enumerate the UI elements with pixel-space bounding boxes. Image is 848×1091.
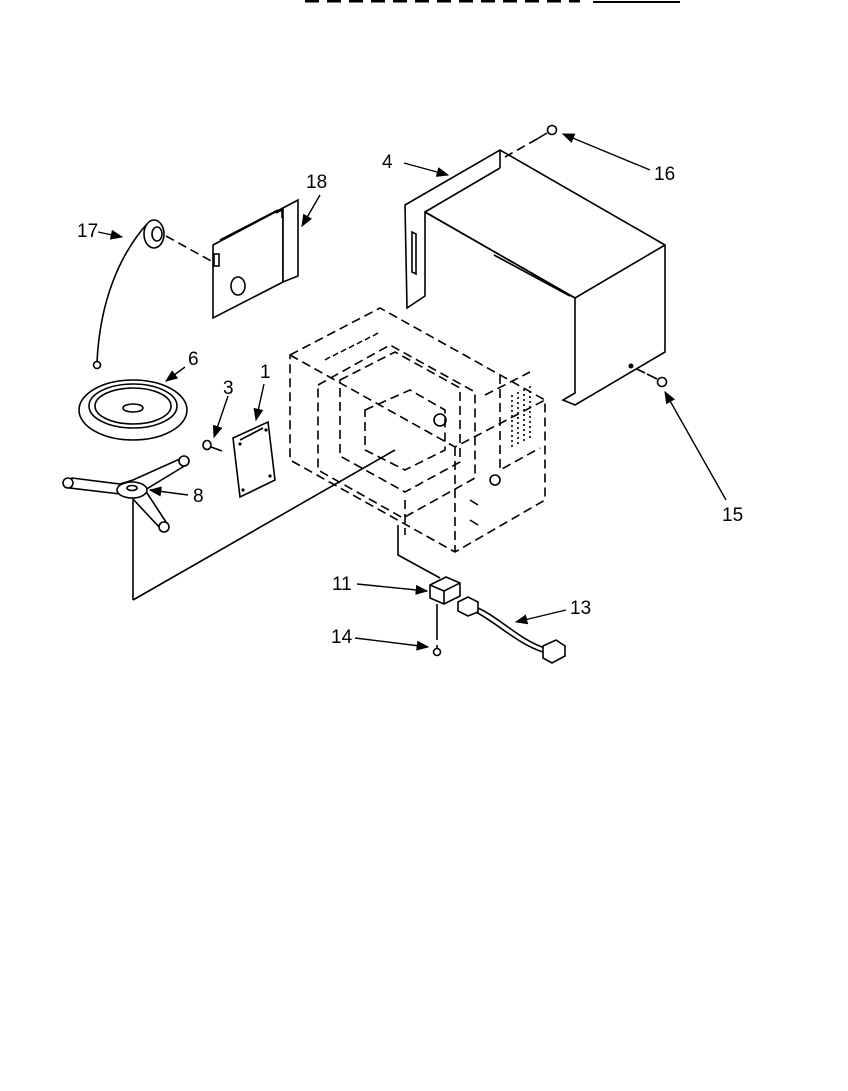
callout-15: 15 <box>722 505 743 526</box>
screw-16 <box>504 124 558 158</box>
callout-13: 13 <box>570 598 591 619</box>
callout-3: 3 <box>223 378 234 399</box>
turntable-motor-11 <box>397 525 461 640</box>
screw-15 <box>632 366 668 388</box>
cover-plate-1 <box>232 420 276 499</box>
callout-18: 18 <box>306 172 327 193</box>
panel-18 <box>212 198 299 320</box>
turntable-6 <box>78 379 188 441</box>
callout-labels: 4 16 18 17 6 3 1 8 15 11 13 14 <box>77 152 743 648</box>
top-vent-slots <box>324 332 379 361</box>
leader-lines <box>97 133 727 651</box>
screw-14 <box>432 645 442 657</box>
roller-support-8 <box>62 455 190 533</box>
callout-4: 4 <box>382 152 393 173</box>
axis-bracket-line <box>132 449 396 601</box>
side-vent-grid <box>511 386 531 450</box>
motor-17 <box>92 219 214 370</box>
callout-17: 17 <box>77 221 98 242</box>
callout-8: 8 <box>193 486 204 507</box>
wire-harness-13 <box>457 596 566 664</box>
callout-1: 1 <box>260 362 271 383</box>
callout-14: 14 <box>331 627 353 648</box>
callout-6: 6 <box>188 349 199 370</box>
callout-16: 16 <box>654 164 675 185</box>
callout-11: 11 <box>332 574 352 595</box>
header-remnant <box>305 0 680 3</box>
oven-cavity-chassis <box>289 307 546 553</box>
screw-3 <box>202 439 223 452</box>
outer-cabinet-wrapper <box>404 149 666 406</box>
